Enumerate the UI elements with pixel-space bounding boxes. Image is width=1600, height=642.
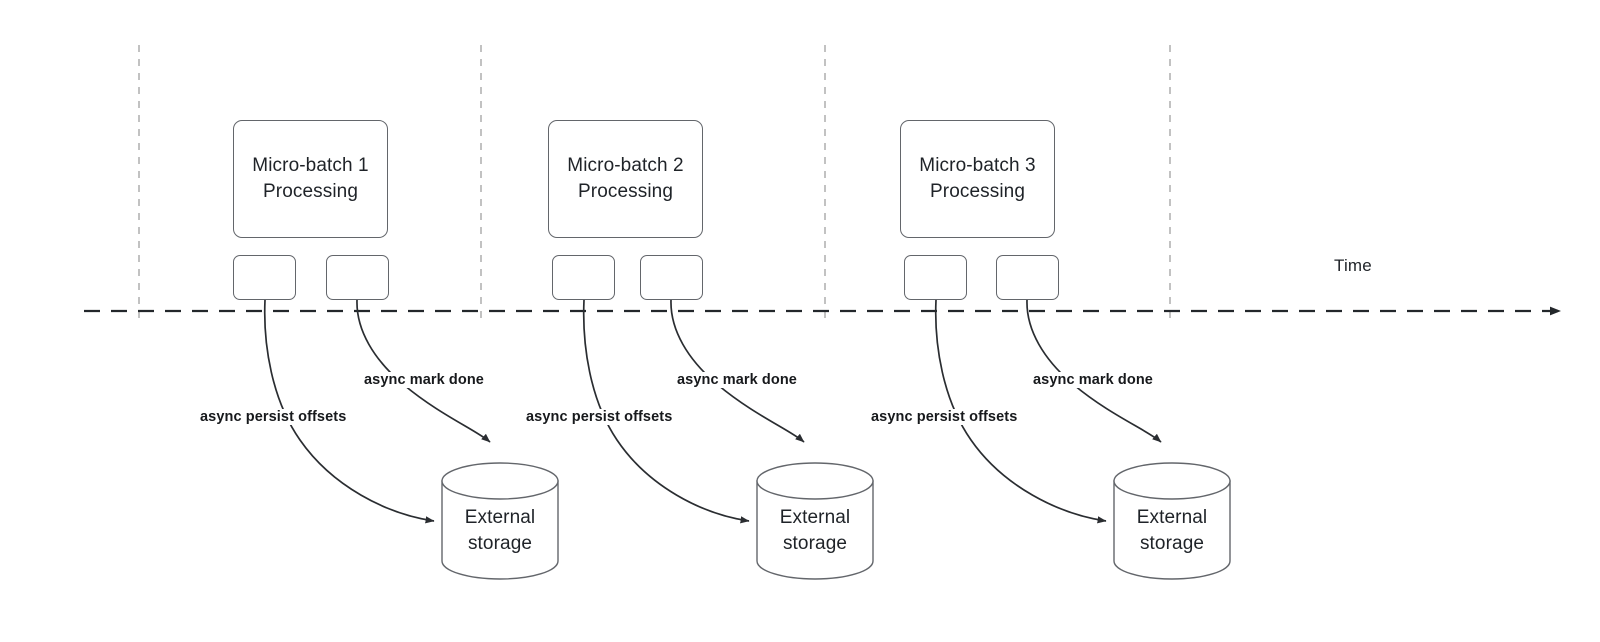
group-1-async-mark-done-label: async mark done [362, 372, 486, 388]
async-persist-offsets-curve-1 [263, 299, 435, 524]
micro-batch-2-label: Micro-batch 2 Processing [567, 154, 684, 202]
micro-batch-3-label: Micro-batch 3 Processing [919, 154, 1036, 202]
async-mark-done-curve-3 [1026, 299, 1162, 443]
group-1-async-persist-offsets-label: async persist offsets [198, 409, 349, 425]
boundary-lines [138, 45, 1171, 322]
external-storage-cylinder-1 [441, 462, 559, 580]
group-2-async-mark-done-label: async mark done [675, 372, 799, 388]
micro-batch-2-box[interactable]: Micro-batch 2 Processing [548, 120, 703, 238]
group-1-offsets-task-box[interactable] [233, 255, 296, 300]
async-mark-done-curve-1 [356, 299, 491, 443]
group-3-async-mark-done-label: async mark done [1031, 372, 1155, 388]
async-persist-offsets-curve-3 [934, 299, 1107, 524]
micro-batch-3-box[interactable]: Micro-batch 3 Processing [900, 120, 1055, 238]
async-persist-offsets-curve-2 [582, 299, 750, 524]
external-storage-cylinder-3 [1113, 462, 1231, 580]
group-3-offsets-task-box[interactable] [904, 255, 967, 300]
async-mark-done-curve-2 [670, 299, 805, 443]
group-3-mark-done-task-box[interactable] [996, 255, 1059, 300]
storage-cylinders [441, 462, 1231, 580]
micro-batch-1-box[interactable]: Micro-batch 1 Processing [233, 120, 388, 238]
group-2-async-persist-offsets-label: async persist offsets [524, 409, 675, 425]
group-1-mark-done-task-box[interactable] [326, 255, 389, 300]
group-3-async-persist-offsets-label: async persist offsets [869, 409, 1020, 425]
time-axis-label: Time [1334, 256, 1372, 275]
external-storage-cylinder-2 [756, 462, 874, 580]
micro-batch-1-label: Micro-batch 1 Processing [252, 154, 369, 202]
group-2-mark-done-task-box[interactable] [640, 255, 703, 300]
group-2-offsets-task-box[interactable] [552, 255, 615, 300]
